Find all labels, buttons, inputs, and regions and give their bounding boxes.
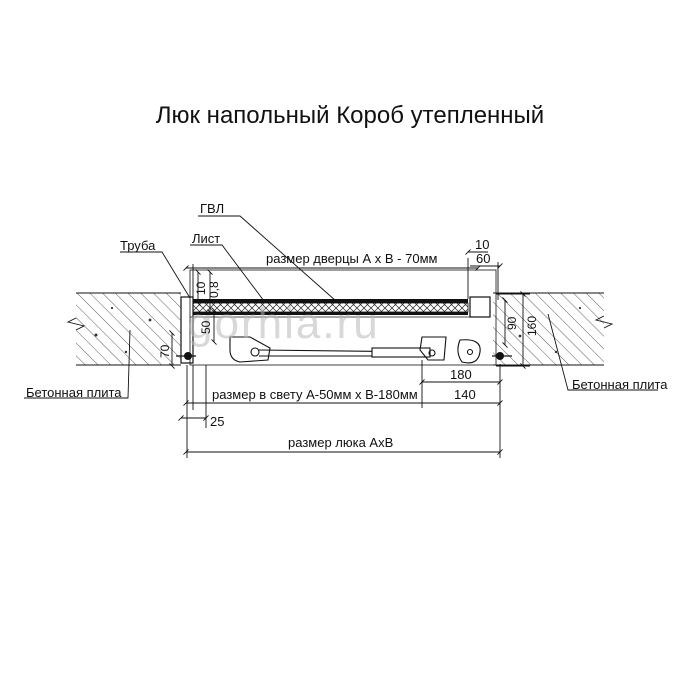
dim-160: 160	[525, 316, 539, 336]
hinge-mechanism	[229, 336, 481, 364]
dim-0-8: 0,8	[207, 281, 221, 298]
dimension-lines	[169, 249, 530, 458]
dim-180: 180	[450, 367, 472, 382]
label-truba: Труба	[120, 238, 156, 253]
concrete-slab-left	[66, 292, 181, 366]
label-concrete-right: Бетонная плита	[572, 377, 668, 392]
door-panel	[192, 299, 469, 315]
anchor-bolt-left	[176, 352, 196, 360]
dim-10-top: 10	[475, 237, 489, 252]
dim-50: 50	[199, 320, 213, 334]
dim-hatch-size: размер люка АхВ	[288, 435, 393, 450]
dim-90: 90	[505, 316, 519, 330]
leader-lines	[24, 215, 658, 399]
label-concrete-left: Бетонная плита	[26, 385, 122, 400]
watermark: gorhia.ru	[188, 299, 380, 348]
page-title: Люк напольный Короб утепленный	[155, 102, 545, 129]
dim-10-left: 10	[194, 281, 208, 295]
dim-door-size: размер дверцы А х В - 70мм	[266, 251, 438, 266]
label-list: Лист	[192, 231, 220, 246]
dim-70: 70	[158, 344, 172, 358]
dim-60: 60	[476, 251, 490, 266]
dim-140: 140	[454, 387, 476, 402]
concrete-slab-right	[493, 292, 614, 366]
dim-clear-size: размер в свету А-50мм х В-180мм	[212, 387, 418, 402]
label-gvl: ГВЛ	[200, 201, 224, 216]
anchor-bolt-right	[492, 352, 512, 360]
dim-25: 25	[210, 414, 224, 429]
